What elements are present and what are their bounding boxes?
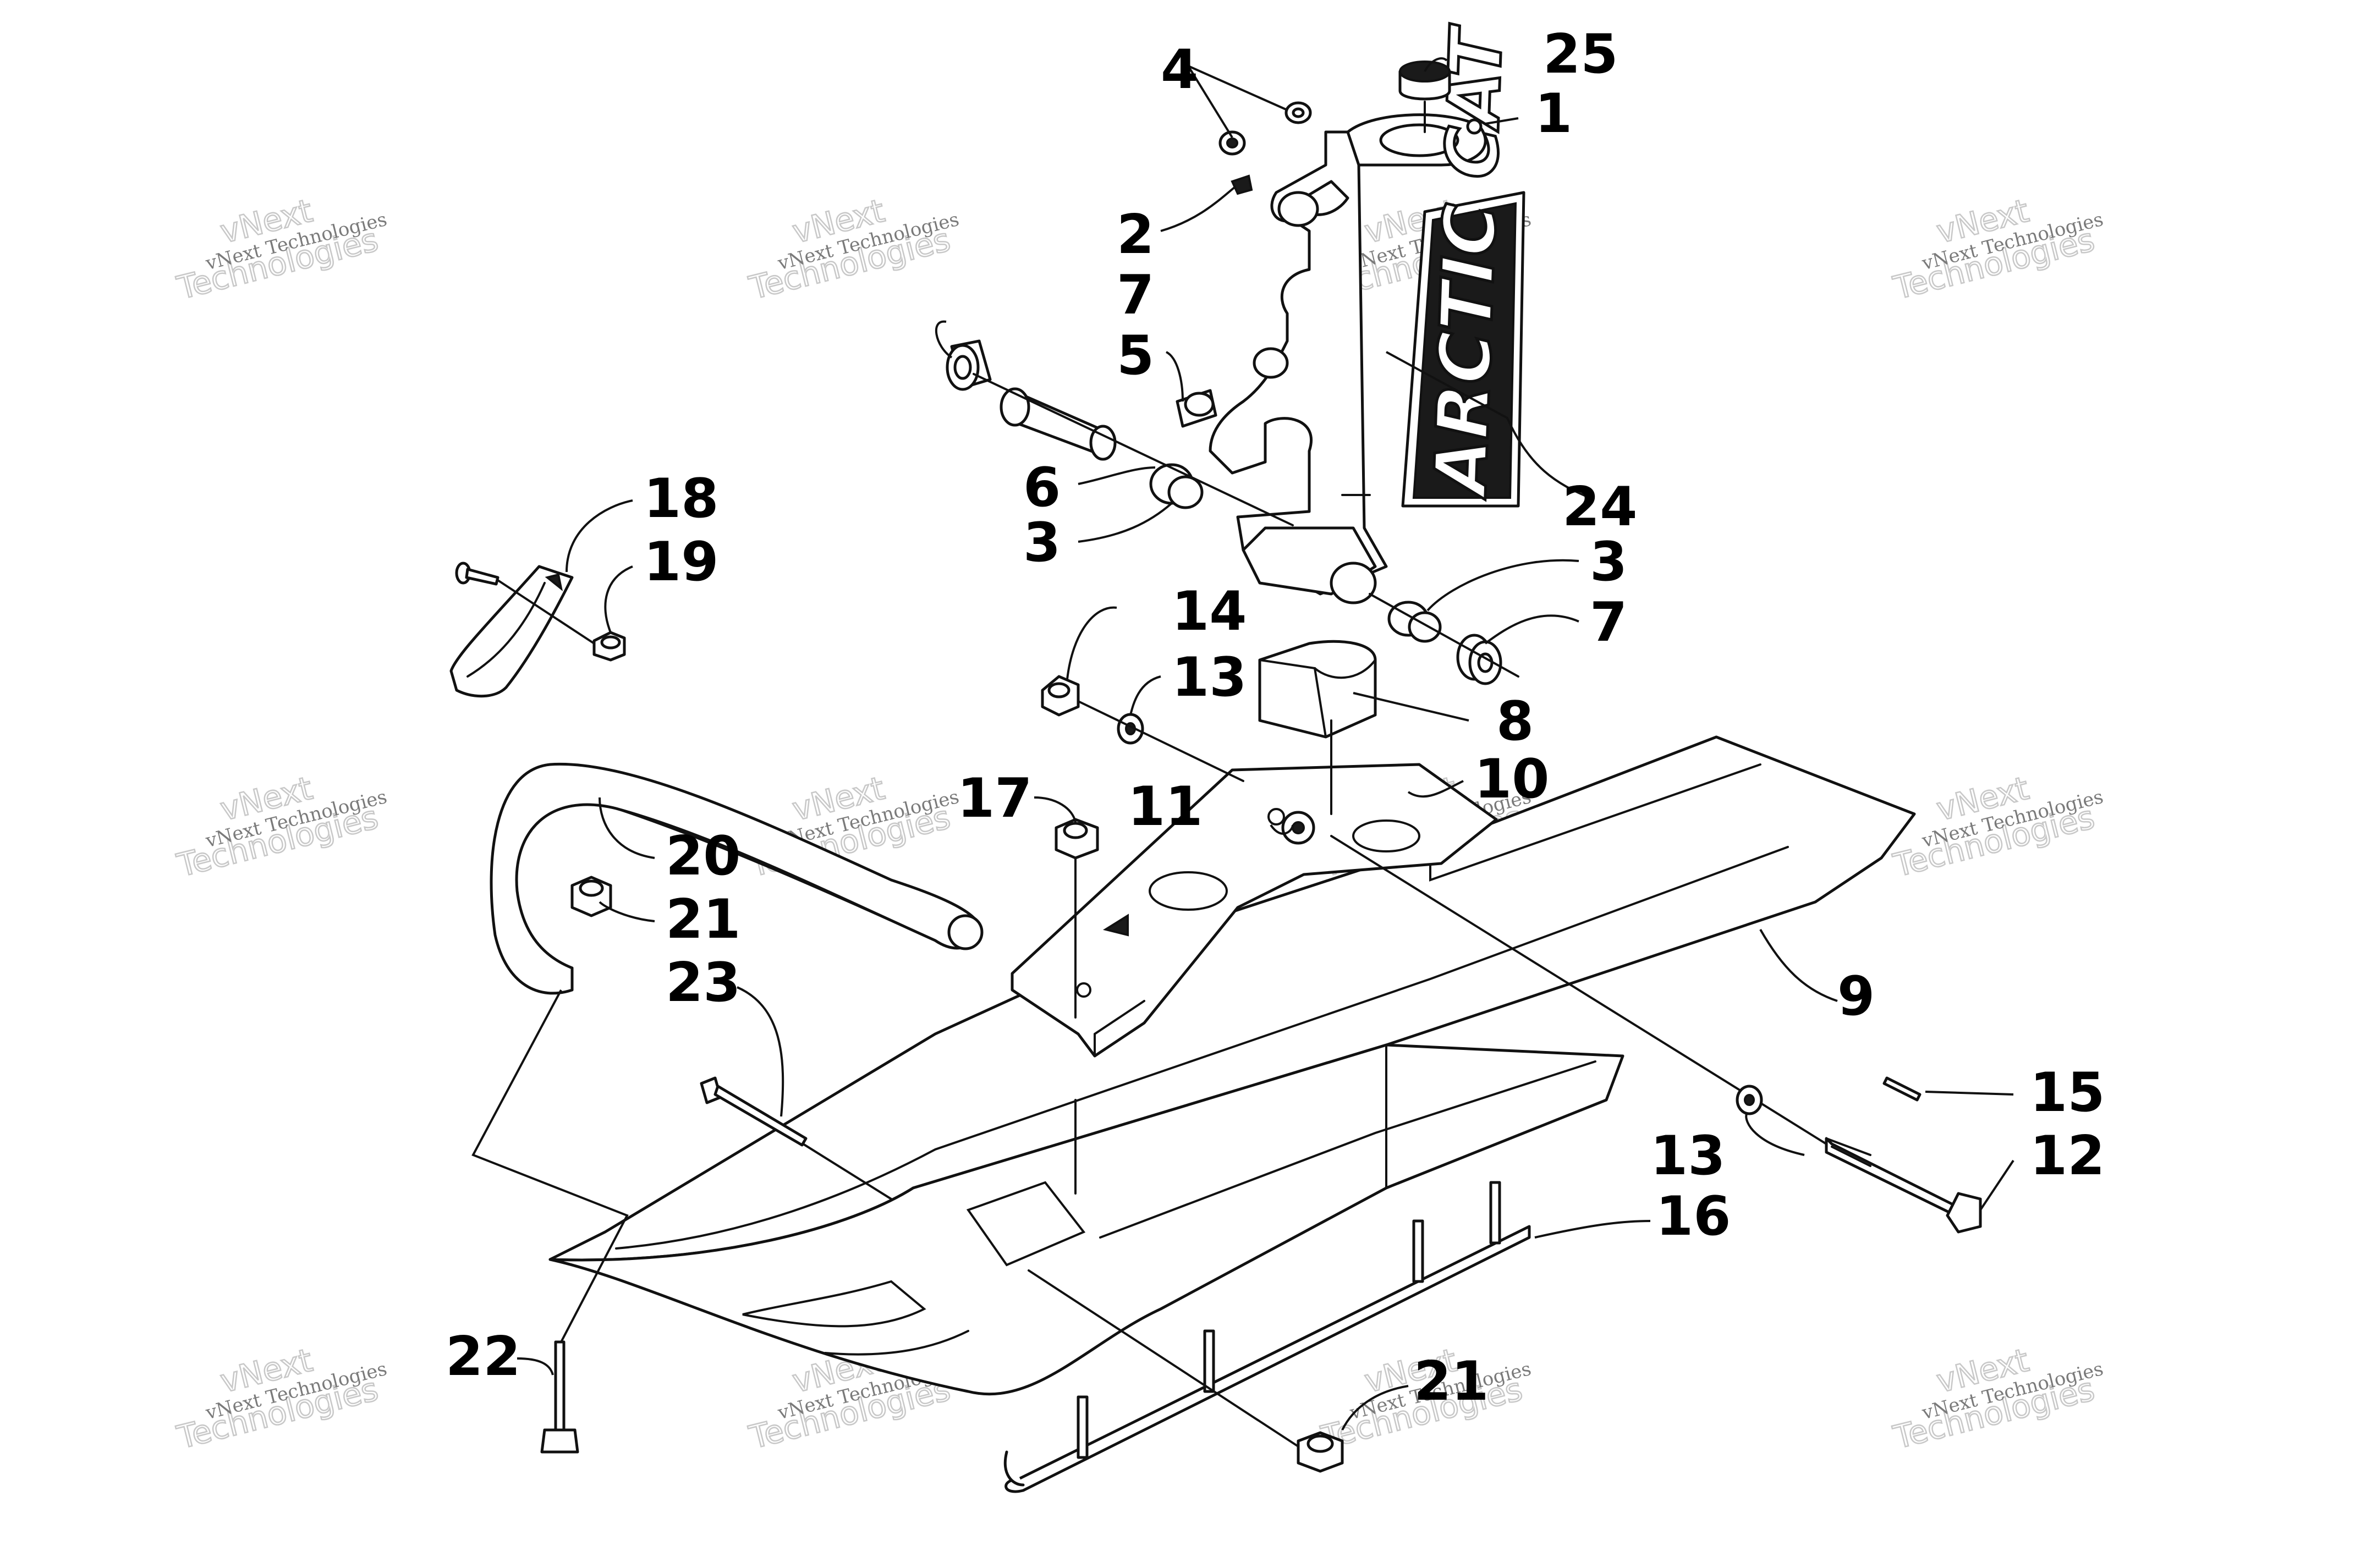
washer — [1736, 1085, 1763, 1115]
lock-nut — [592, 631, 626, 662]
callout-13: 13 — [1650, 1125, 1725, 1187]
screw — [455, 562, 499, 586]
watermark: vNext Technologies vNext Technologies — [1889, 769, 2106, 885]
axis-line — [802, 1143, 892, 1200]
ski — [548, 735, 1916, 1396]
callout-3: 3 — [1590, 531, 1627, 593]
wear-bar — [1003, 1181, 1531, 1493]
bolt — [1825, 1137, 1982, 1234]
bracket — [449, 565, 574, 698]
axis-line — [1028, 1269, 1299, 1448]
axis-line — [497, 579, 595, 645]
callout-4: 4 — [1161, 38, 1198, 101]
callout-22: 22 — [446, 1325, 520, 1388]
watermark: vNext Technologies vNext Technologies — [173, 191, 389, 308]
callout-3: 3 — [1023, 511, 1061, 574]
watermark: vNext Technologies vNext Technologies — [173, 1341, 389, 1457]
callout-5: 5 — [1117, 324, 1154, 387]
callout-7: 7 — [1117, 264, 1154, 327]
ski-handle — [490, 762, 984, 995]
callout-10: 10 — [1474, 748, 1549, 811]
callout-1: 1 — [1535, 82, 1572, 145]
callout-13: 13 — [1172, 646, 1247, 709]
axis-line — [1077, 700, 1244, 782]
washer — [1117, 713, 1144, 745]
bolt — [540, 1340, 579, 1454]
lock-nut — [1041, 675, 1080, 717]
watermark: vNext Technologies vNext Technologies — [745, 191, 962, 308]
grease-fitting — [1231, 174, 1253, 195]
leader-lines — [517, 57, 2014, 1431]
callout-7: 7 — [1590, 591, 1627, 654]
axis-line — [973, 373, 1294, 526]
callout-14: 14 — [1172, 580, 1247, 643]
callout-15: 15 — [2030, 1061, 2105, 1124]
bushing-flanged — [946, 339, 992, 391]
watermark: vNext Technologies vNext Technologies — [173, 769, 389, 885]
callout-23: 23 — [666, 951, 740, 1014]
axis-line — [1369, 593, 1519, 678]
callout-2: 2 — [1117, 203, 1154, 266]
callout-19: 19 — [644, 531, 718, 593]
decal-logo: ARCTIC CAT — [1419, 23, 1519, 500]
callout-8: 8 — [1496, 690, 1534, 753]
spacer-sleeve — [1000, 387, 1117, 461]
bushing-flanged — [1456, 634, 1502, 685]
callout-16: 16 — [1656, 1185, 1731, 1248]
bushing — [1149, 463, 1204, 509]
washer — [1281, 811, 1315, 845]
lock-nut — [570, 876, 612, 917]
watermark: vNext Technologies vNext Technologies — [1889, 191, 2106, 308]
ski-saddle — [1011, 763, 1498, 1058]
callout-24: 24 — [1562, 476, 1637, 538]
watermark: vNext Technologies vNext Technologies — [1889, 1341, 2106, 1457]
callout-6: 6 — [1023, 456, 1061, 519]
callout-9: 9 — [1837, 965, 1875, 1028]
decal: ARCTIC CAT — [1401, 21, 1525, 508]
callout-17: 17 — [957, 767, 1032, 830]
callout-21: 21 — [1414, 1350, 1489, 1413]
callout-labels: 25 1 4 2 7 5 6 3 24 3 7 8 14 13 10 11 17… — [446, 23, 2105, 1413]
group-bracket-line — [471, 989, 629, 1343]
callout-20: 20 — [666, 825, 740, 888]
callout-25: 25 — [1543, 23, 1618, 86]
callout-21: 21 — [666, 888, 740, 951]
lock-nut — [1055, 818, 1099, 860]
bolt — [700, 1076, 808, 1147]
callout-18: 18 — [644, 467, 718, 530]
bushing-small — [1176, 389, 1217, 428]
washers-item-4 — [1218, 101, 1312, 156]
spindle — [1209, 113, 1487, 604]
stop-block — [1258, 640, 1377, 739]
callout-12: 12 — [2030, 1125, 2105, 1187]
cotter-pin — [1882, 1076, 1922, 1102]
lock-nut — [1297, 1431, 1344, 1473]
callout-11: 11 — [1128, 775, 1203, 838]
